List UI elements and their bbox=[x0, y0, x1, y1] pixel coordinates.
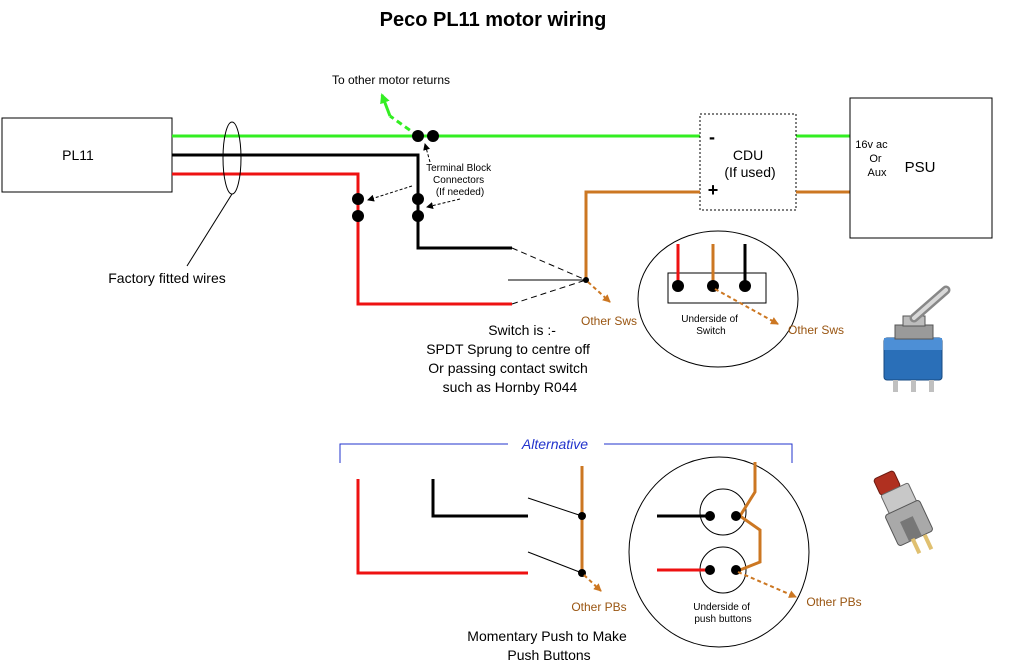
factory-wires-ellipse bbox=[222, 121, 242, 195]
cdu-box bbox=[699, 113, 797, 211]
pb-red-wire bbox=[356, 479, 528, 575]
push-button-icon bbox=[873, 470, 934, 555]
cdu-minus: - bbox=[709, 127, 715, 147]
switch-common-dot bbox=[583, 277, 589, 283]
terminal-connector bbox=[427, 130, 439, 142]
pb-contact-bottom bbox=[527, 551, 583, 574]
terminal-connector bbox=[352, 210, 364, 222]
alternative-label-bg bbox=[508, 434, 604, 454]
pb-underside-label: Underside of push buttons bbox=[693, 602, 752, 625]
psu-box bbox=[849, 97, 993, 239]
switch-underside-other-link bbox=[714, 288, 779, 325]
factory-wires-pointer bbox=[186, 193, 233, 267]
other-sws-label: Other Sws bbox=[581, 314, 637, 328]
switch-other-sws-link bbox=[587, 281, 611, 303]
pb-other-link bbox=[583, 574, 602, 592]
terminal-connector bbox=[412, 210, 424, 222]
terminal-connector bbox=[412, 130, 424, 142]
terminal-block-label: Terminal Block Connectors (If needed) bbox=[426, 163, 494, 198]
switch-pin bbox=[672, 280, 684, 292]
switch-underside-label: Underside of Switch bbox=[681, 314, 740, 337]
green-other-returns-arrow bbox=[380, 93, 392, 117]
pb-dot bbox=[578, 512, 586, 520]
diagram-title: Peco PL11 motor wiring bbox=[380, 9, 607, 31]
toggle-switch-icon bbox=[883, 285, 951, 392]
pl11-label: PL11 bbox=[62, 147, 94, 163]
psu-label: PSU bbox=[905, 159, 936, 176]
pb-underside-other-link bbox=[737, 571, 797, 598]
terminal-pointer bbox=[423, 143, 431, 163]
cdu-label: CDU (If used) bbox=[724, 147, 775, 180]
psu-input-label: 16v ac Or Aux bbox=[855, 139, 890, 179]
pb-body bbox=[699, 488, 747, 536]
switch-contact-bottom bbox=[511, 279, 587, 305]
terminal-connector bbox=[412, 193, 424, 205]
terminal-pointer bbox=[426, 198, 461, 209]
pb-pin bbox=[705, 511, 715, 521]
orange-feed-wire bbox=[584, 190, 700, 280]
pb-pin bbox=[705, 565, 715, 575]
other-sws-label-2: Other Sws bbox=[788, 323, 844, 337]
other-pbs-label: Other PBs bbox=[571, 600, 626, 614]
switch-pin bbox=[739, 280, 751, 292]
pb-underside-orange bbox=[737, 462, 762, 572]
pb-contact-top bbox=[527, 497, 583, 517]
factory-wires-label: Factory fitted wires bbox=[108, 270, 225, 286]
other-pbs-label-2: Other PBs bbox=[806, 595, 861, 609]
switch-description: Switch is :- SPDT Sprung to centre off O… bbox=[426, 322, 594, 395]
alternative-label: Alternative bbox=[521, 436, 588, 452]
terminal-connector bbox=[352, 193, 364, 205]
terminal-pointer bbox=[367, 185, 413, 202]
pb-black-wire bbox=[431, 479, 528, 518]
to-other-returns-label: To other motor returns bbox=[332, 73, 450, 87]
pl11-box bbox=[1, 117, 173, 193]
pb-pin bbox=[731, 511, 741, 521]
cdu-plus: + bbox=[708, 180, 719, 200]
pb-description: Momentary Push to Make Push Buttons bbox=[467, 628, 630, 663]
red-wire bbox=[172, 172, 512, 306]
switch-contact-top bbox=[511, 247, 587, 281]
